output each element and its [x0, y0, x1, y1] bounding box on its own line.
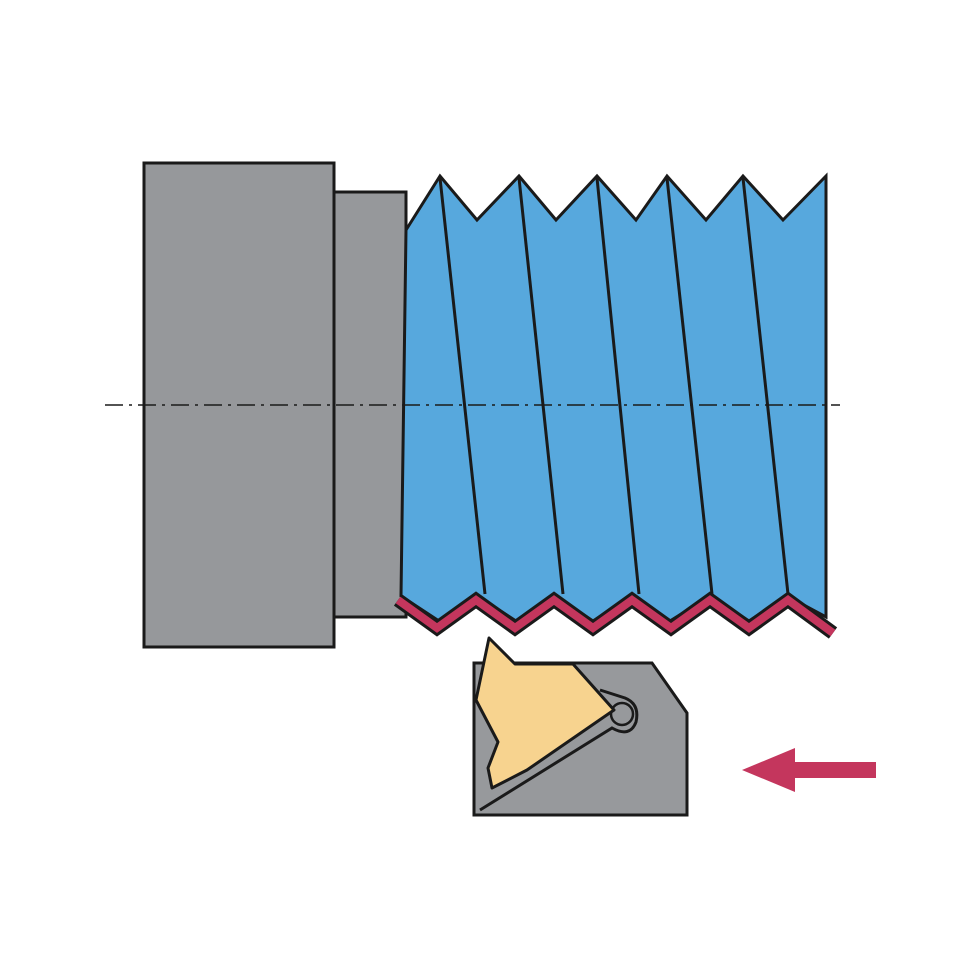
feed-arrow-shaft: [790, 762, 876, 778]
cut-profile-fill: [395, 595, 836, 637]
thread-insert: [474, 636, 616, 790]
helix-line: [438, 177, 487, 595]
helix-line: [741, 177, 790, 595]
insert-seat: [479, 688, 639, 812]
left-arrow-icon: [742, 748, 876, 792]
helix-line: [665, 177, 714, 595]
insert-clamp-hole: [609, 701, 635, 727]
feed-arrow-head: [742, 748, 795, 792]
helix-line: [595, 177, 641, 595]
thread-helix-lines: [438, 177, 790, 595]
helix-line: [517, 177, 565, 595]
